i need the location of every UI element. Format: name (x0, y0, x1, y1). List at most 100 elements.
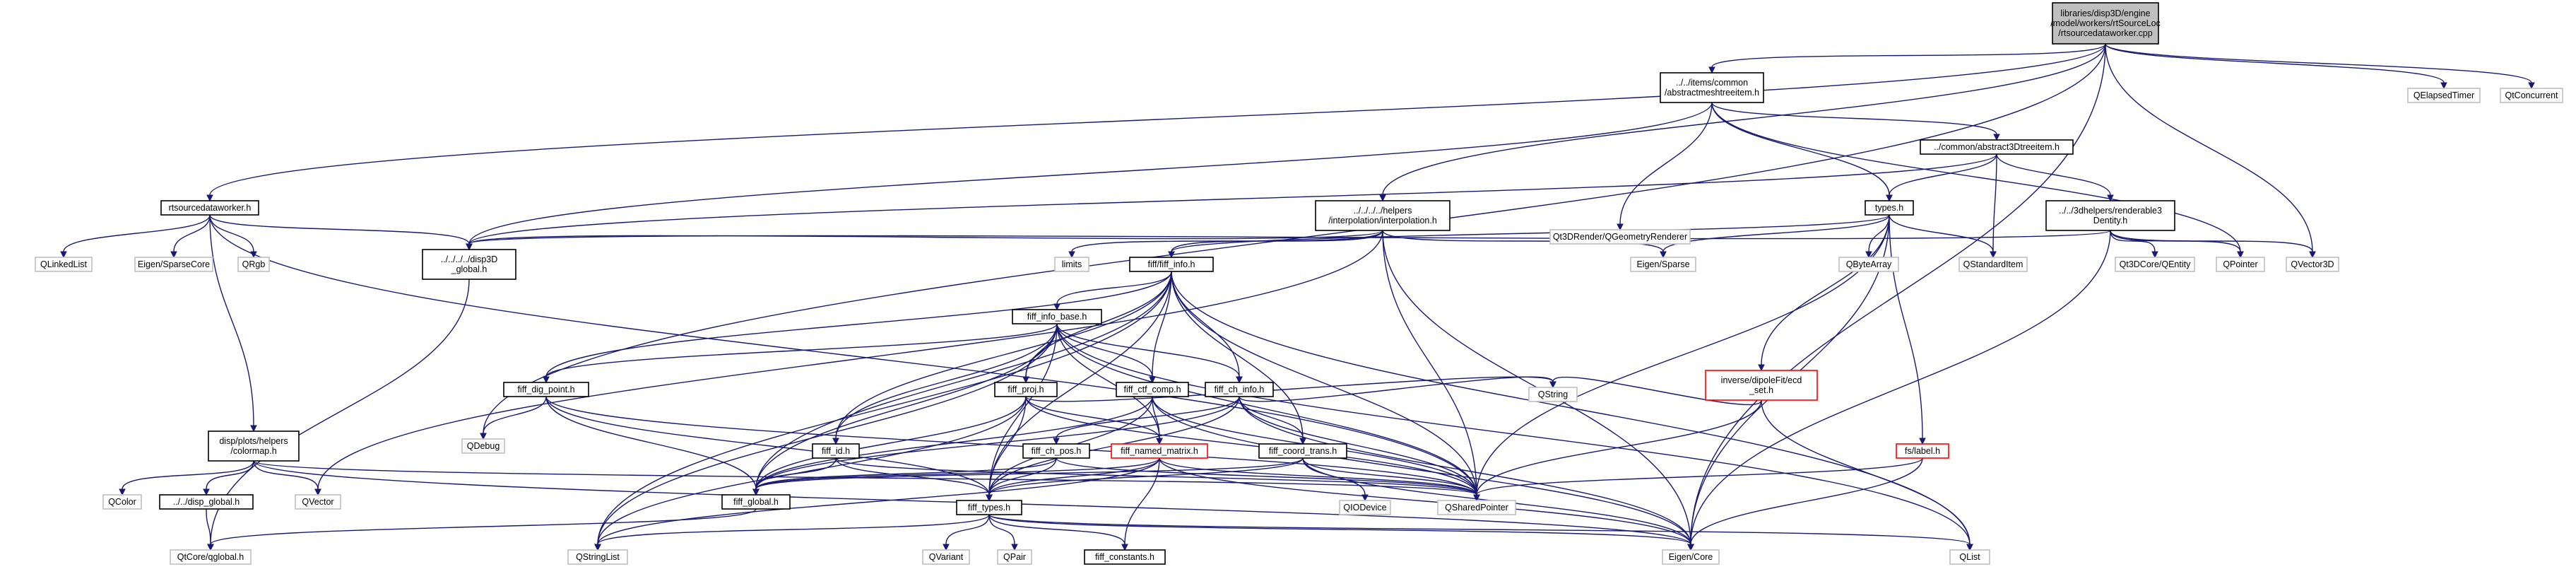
edge-types-to-eigensparse (1660, 214, 1890, 259)
edge-colormap-to-dispglobal (203, 460, 254, 496)
edge-fiffcoordtrans-to-fifftypes (986, 457, 1304, 502)
node-fifftypes[interactable]: fiff_types.h (956, 500, 1022, 515)
node-box (994, 382, 1058, 397)
node-rtsdw[interactable]: rtsourcedataworker.h (160, 200, 259, 216)
node-label: fiff_global.h (733, 497, 779, 507)
node-box (1258, 443, 1347, 459)
node-qstringlist[interactable]: QStringList (567, 549, 628, 565)
node-box (170, 549, 252, 565)
node-qlinkedlist[interactable]: QLinkedList (35, 257, 93, 272)
node-box (1129, 257, 1214, 272)
node-root[interactable]: libraries/disp3D/engine/model/workers/rt… (2050, 2, 2161, 45)
node-fiffdigpoint[interactable]: fiff_dig_point.h (503, 382, 589, 397)
node-label: Eigen/Sparse (1636, 259, 1689, 269)
node-qbytearray[interactable]: QByteArray (1838, 257, 1899, 272)
node-label: ../../items/common (1676, 78, 1748, 88)
node-limits[interactable]: limits (1054, 257, 1089, 272)
node-types[interactable]: types.h (1865, 200, 1914, 216)
node-qdebug[interactable]: QDebug (461, 438, 505, 454)
node-dispglobal[interactable]: ../../disp_global.h (159, 494, 254, 510)
node-label: types.h (1875, 203, 1903, 213)
edge-amti-to-a3dti (1711, 102, 2000, 141)
edge-colormap-to-qcolor (119, 460, 254, 496)
node-qvector[interactable]: QVector (295, 494, 341, 510)
node-a3dti[interactable]: ../common/abstract3Dtreeitem.h (1920, 139, 2074, 155)
node-fiffctfcomp[interactable]: fiff_ctf_comp.h (1116, 382, 1189, 397)
node-fiffchpos[interactable]: fiff_ch_pos.h (1022, 443, 1090, 459)
node-label: ../../disp_global.h (173, 497, 240, 507)
node-fiffglobal[interactable]: fiff_global.h (721, 494, 791, 510)
node-label: fiff_id.h (822, 446, 850, 456)
node-qentity[interactable]: Qt3DCore/QEntity (2115, 257, 2195, 272)
node-qiodevice[interactable]: QIODevice (1339, 500, 1391, 515)
edge-fifftypes-to-eigencore (988, 514, 1694, 551)
node-qsharedpointer[interactable]: QSharedPointer (1437, 500, 1516, 515)
node-box (721, 494, 791, 510)
node-fiffid[interactable]: fiff_id.h (812, 443, 860, 459)
node-label: disp/plots/helpers (219, 436, 288, 446)
node-qgeom[interactable]: Qt3DRender/QGeometryRenderer (1549, 229, 1691, 245)
node-qstring[interactable]: QString (1528, 387, 1578, 402)
node-eigensparse[interactable]: Eigen/Sparse (1630, 257, 1696, 272)
node-label: QIODevice (1343, 503, 1386, 512)
node-box (1896, 443, 1949, 459)
node-fslabel[interactable]: fs/label.h (1896, 443, 1949, 459)
node-box (159, 494, 254, 510)
edge-fiffinfobase-to-fiffid (832, 323, 1058, 445)
node-fiffchinfo[interactable]: fiff_ch_info.h (1205, 382, 1274, 397)
node-fiffnamedmatrix[interactable]: fiff_named_matrix.h (1111, 443, 1208, 459)
node-qlist[interactable]: QList (1949, 549, 1990, 565)
edge-a3dti-to-disp3dglobal (466, 153, 1997, 251)
node-qelapsed[interactable]: QElapsedTimer (2407, 88, 2481, 103)
node-label: QByteArray (1846, 259, 1892, 269)
node-qpointer[interactable]: QPointer (2216, 257, 2265, 272)
node-label: fiff_dig_point.h (517, 385, 574, 394)
nodes-layer: libraries/disp3D/engine/model/workers/rt… (35, 2, 2563, 565)
node-box (922, 549, 970, 565)
node-label: QVector3D (2291, 259, 2334, 269)
node-colormap[interactable]: disp/plots/helpers/colormap.h (208, 430, 300, 462)
node-qtconcurrent[interactable]: QtConcurrent (2500, 88, 2563, 103)
node-amti[interactable]: ../../items/common/abstractmeshtreeitem.… (1660, 72, 1764, 103)
edge-fiffdigpoint-to-qdebug (480, 396, 547, 440)
node-box (1528, 387, 1578, 402)
node-box (1437, 500, 1516, 515)
node-box (102, 494, 142, 510)
node-box (1054, 257, 1089, 272)
node-fiffcoordtrans[interactable]: fiff_coord_trans.h (1258, 443, 1347, 459)
edge-rtsdw-to-qlinkedlist (60, 214, 211, 259)
edge-rtsdw-to-eigensparsecore (170, 214, 211, 259)
node-fiffconstants[interactable]: fiff_constants.h (1084, 549, 1166, 565)
edge-interp-to-disp3dglobal (466, 230, 1383, 251)
node-interp[interactable]: ../../../../helpers/interpolation/interp… (1315, 200, 1451, 231)
node-label: Qt3DRender/QGeometryRenderer (1553, 232, 1687, 242)
node-qcolor[interactable]: QColor (102, 494, 142, 510)
node-box (1660, 72, 1764, 103)
node-eigensparsecore[interactable]: Eigen/SparseCore (134, 257, 213, 272)
node-qstandarditem[interactable]: QStandardItem (1958, 257, 2028, 272)
node-label: QPointer (2223, 259, 2257, 269)
edge-fiffchinfo-to-eigencore (1239, 396, 1694, 551)
node-fiffinfo[interactable]: fiff/fiff_info.h (1129, 257, 1214, 272)
node-label: /abstractmeshtreeitem.h (1665, 88, 1759, 98)
node-box (2045, 200, 2175, 231)
node-disp3dglobal[interactable]: ../../../../disp3D_global.h (422, 249, 516, 280)
node-qtglobal[interactable]: QtCore/qglobal.h (170, 549, 252, 565)
node-box (2052, 2, 2159, 45)
node-qvariant[interactable]: QVariant (922, 549, 970, 565)
node-box (1949, 549, 1990, 565)
node-box (1958, 257, 2028, 272)
node-label: QElapsedTimer (2413, 90, 2474, 100)
node-qvector3d[interactable]: QVector3D (2286, 257, 2339, 272)
edge-fifftypes-to-fiffconstants (988, 514, 1128, 551)
node-box (1116, 382, 1189, 397)
node-eigencore[interactable]: Eigen/Core (1662, 549, 1720, 565)
node-box (1705, 370, 1818, 401)
node-fiffproj[interactable]: fiff_proj.h (994, 382, 1058, 397)
node-label: fiff_info_base.h (1027, 312, 1087, 322)
node-fiffinfobase[interactable]: fiff_info_base.h (1012, 309, 1102, 324)
node-qrgb[interactable]: QRgb (237, 257, 270, 272)
node-dipolefit[interactable]: inverse/dipoleFit/ecd_set.h (1705, 370, 1818, 401)
node-qpair[interactable]: QPair (997, 549, 1032, 565)
